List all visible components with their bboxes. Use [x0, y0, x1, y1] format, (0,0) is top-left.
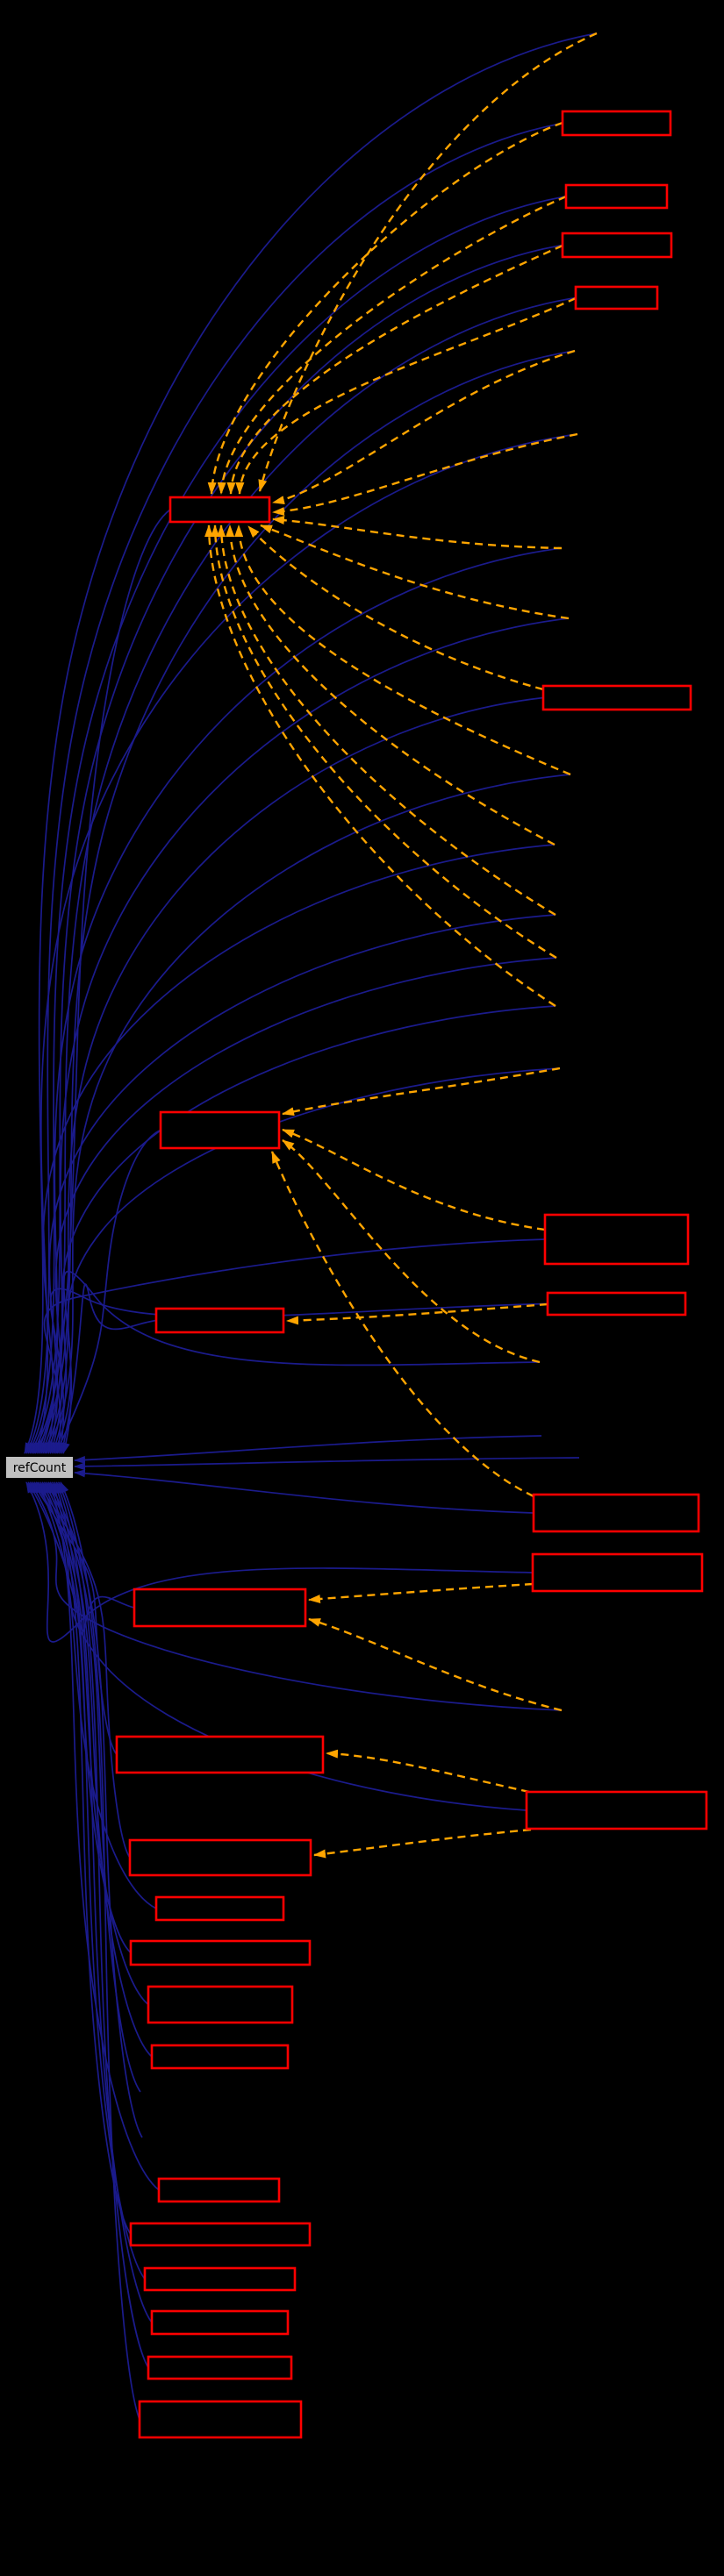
template-edge-n_top-to-HUB1 [258, 32, 598, 492]
template-edge-n1553-to-HUB2 [282, 1139, 541, 1364]
graph-node-B6[interactable] [541, 684, 692, 711]
template-edge-n1218-to-HUB2 [282, 1067, 561, 1117]
caller-edge [25, 122, 563, 1454]
template-edge-n883-to-HUB1 [234, 524, 571, 776]
caller-edge [60, 1283, 157, 1454]
template-edge-B15-to-B14 [326, 1749, 530, 1794]
template-edge-n1092-to-HUB1 [211, 524, 557, 960]
caller-edge [49, 1288, 548, 1454]
graph-node-B2[interactable] [564, 183, 669, 210]
graph-node-B8[interactable] [543, 1213, 690, 1266]
caller-edge [27, 1481, 135, 1632]
caller-edge [54, 1481, 146, 2280]
caller-edge [46, 1481, 141, 2093]
graph-node-B11[interactable] [532, 1493, 700, 1533]
caller-edge [53, 1067, 561, 1454]
caller-edge [44, 774, 571, 1454]
caller-edge [61, 1270, 541, 1454]
template-edge-B11-to-HUB2 [270, 1151, 534, 1498]
graph-node-B15[interactable] [525, 1790, 708, 1830]
caller-edge [54, 1129, 161, 1454]
template-edge-B12-to-HUB3 [308, 1582, 534, 1603]
template-edge-B8-to-HUB2 [282, 1128, 546, 1231]
caller-edge [42, 844, 556, 1454]
center-node-label: refCount [13, 1461, 67, 1475]
graph-node-B26[interactable] [138, 2400, 303, 2439]
caller-edge [33, 1481, 527, 1811]
graph-node-B16[interactable] [128, 1838, 312, 1877]
template-edge-n1950-to-HUB3 [308, 1617, 563, 1712]
caller-edge [34, 433, 578, 1454]
caller-edge [58, 1481, 149, 2368]
template-edge-n1043-to-HUB1 [217, 524, 556, 917]
graph-node-B17[interactable] [154, 1895, 285, 1922]
caller-edge [74, 1457, 580, 1471]
graph-node-B21[interactable] [157, 2177, 281, 2203]
caller-edge [55, 1481, 153, 2323]
graph-node-HUB3[interactable] [133, 1588, 307, 1628]
template-edge-B1-to-HUB1 [207, 121, 563, 495]
caller-edge [60, 1481, 140, 2420]
caller-edge [47, 1481, 143, 2138]
caller-edge [52, 1481, 132, 2235]
caller-edge [47, 914, 556, 1454]
template-edge-n705-to-HUB1 [260, 524, 570, 620]
graph-node-B25[interactable] [147, 2355, 293, 2380]
caller-edge [32, 1481, 118, 1756]
caller-edge [29, 1481, 563, 1711]
graph-node-B1[interactable] [561, 110, 672, 137]
caller-edge [35, 1481, 131, 1859]
caller-edge [24, 32, 598, 1454]
template-edge-n963-to-HUB1 [226, 524, 556, 846]
graph-node-B24[interactable] [150, 2309, 290, 2336]
caller-edge [29, 244, 563, 1454]
template-edge-B3-to-HUB1 [226, 244, 563, 495]
graph-node-B14[interactable] [115, 1735, 325, 1774]
graph-node-B23[interactable] [143, 2266, 297, 2292]
caller-edge [51, 1005, 556, 1454]
graph-node-B3[interactable] [561, 232, 673, 259]
graph-node-B19[interactable] [147, 1985, 294, 2024]
caller-edge [40, 617, 570, 1454]
graph-node-B18[interactable] [129, 1939, 312, 1966]
template-edge-n400-to-HUB1 [272, 349, 576, 504]
graph-node-B22[interactable] [129, 2222, 312, 2247]
graph-node-B20[interactable] [150, 2044, 290, 2070]
caller-edge [74, 1435, 542, 1464]
template-edge-n495-to-HUB1 [272, 432, 578, 517]
template-edge-B6-to-HUB1 [247, 525, 544, 691]
caller-edge [49, 1481, 160, 2191]
template-edge-n625-to-HUB1 [272, 516, 563, 550]
caller-edge [74, 1469, 534, 1514]
graph-node-B9[interactable] [154, 1307, 285, 1334]
caller-edge [43, 1238, 546, 1454]
template-edge-B4-to-HUB1 [235, 296, 577, 495]
template-edge-B2-to-HUB1 [217, 195, 567, 495]
graph-node-HUB1[interactable] [168, 496, 271, 524]
caller-edge [32, 350, 576, 1454]
caller-edge [27, 196, 567, 1454]
graph-node-B4[interactable] [574, 285, 659, 310]
graph-node-B12[interactable] [531, 1552, 704, 1593]
caller-edge [49, 957, 557, 1454]
graph-node-HUB2[interactable] [159, 1110, 281, 1150]
template-edge-B10-to-B9 [286, 1302, 548, 1325]
caller-edge [42, 696, 544, 1454]
graph-node-B10[interactable] [546, 1291, 687, 1317]
template-edge-n1147-to-HUB1 [204, 524, 556, 1008]
center-node-box[interactable] [6, 1457, 73, 1478]
template-edge-B15-to-B16 [313, 1828, 532, 1859]
